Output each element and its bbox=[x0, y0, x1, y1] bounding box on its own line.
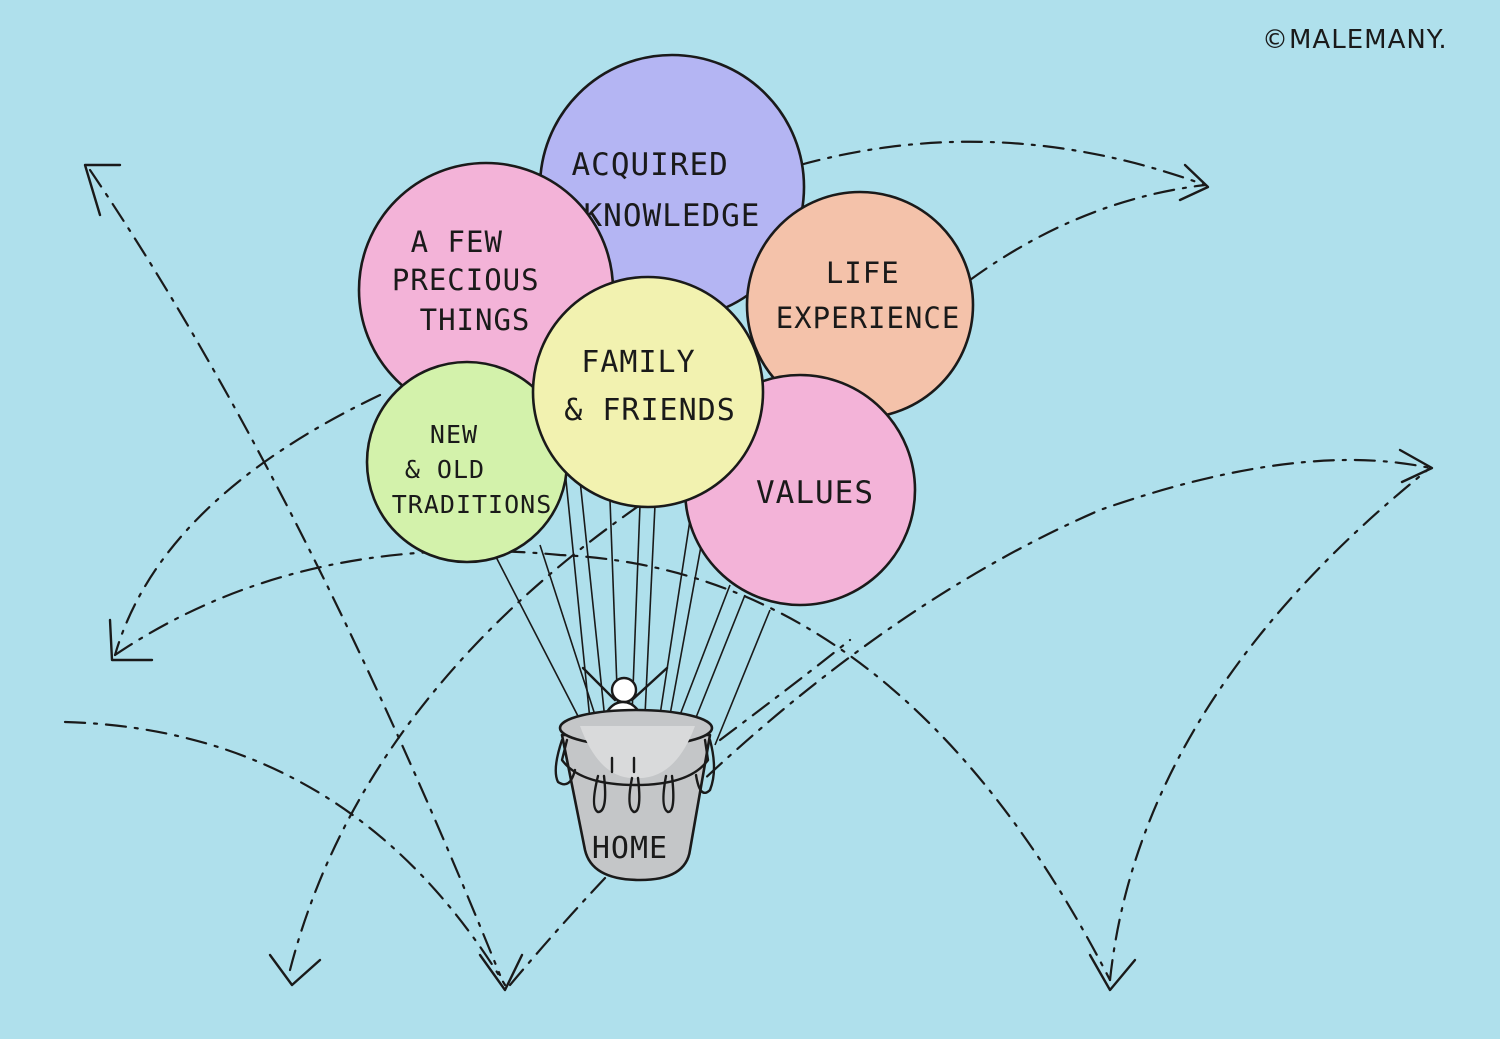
arrowhead-icon bbox=[108, 618, 154, 662]
balloon-label: LIFE EXPERIENCE bbox=[776, 256, 961, 335]
balloon-new-old-traditions: NEW & OLD TRADITIONS bbox=[365, 360, 569, 564]
balloon-label: NEW & OLD TRADITIONS bbox=[392, 420, 553, 519]
flight-path bbox=[798, 140, 1207, 187]
balloon-life-experience: LIFE EXPERIENCE bbox=[745, 190, 975, 420]
arrowhead-icon bbox=[1398, 448, 1434, 484]
arrowhead-icon bbox=[1178, 163, 1210, 202]
arrowheads bbox=[83, 163, 1434, 992]
arrowhead-icon bbox=[1088, 953, 1137, 992]
basket-label: HOME bbox=[592, 831, 668, 866]
flight-path bbox=[968, 183, 1207, 282]
flight-path bbox=[1108, 466, 1432, 982]
balloon-label: A FEW PRECIOUS THINGS bbox=[392, 225, 558, 337]
arrowhead-icon bbox=[83, 163, 122, 217]
flight-path bbox=[288, 503, 642, 972]
flight-path bbox=[508, 458, 1432, 987]
flight-path bbox=[718, 638, 852, 742]
arrowhead-icon bbox=[268, 953, 322, 987]
arrowhead-icon bbox=[478, 953, 524, 992]
balloon-label: VALUES bbox=[756, 475, 874, 511]
basket: HOME bbox=[554, 708, 716, 882]
balloon-label: ACQUIRED KNOWLEDGE bbox=[572, 147, 761, 234]
flight-paths bbox=[63, 140, 1432, 987]
flight-path bbox=[63, 720, 507, 987]
balloon-family-friends: FAMILY & FRIENDS bbox=[531, 275, 765, 509]
flight-path bbox=[113, 549, 1112, 982]
balloon-label: FAMILY & FRIENDS bbox=[564, 345, 736, 428]
credit-text: ©MALEMANY. bbox=[1262, 25, 1448, 55]
flight-path bbox=[88, 168, 502, 977]
flight-path bbox=[113, 393, 382, 657]
